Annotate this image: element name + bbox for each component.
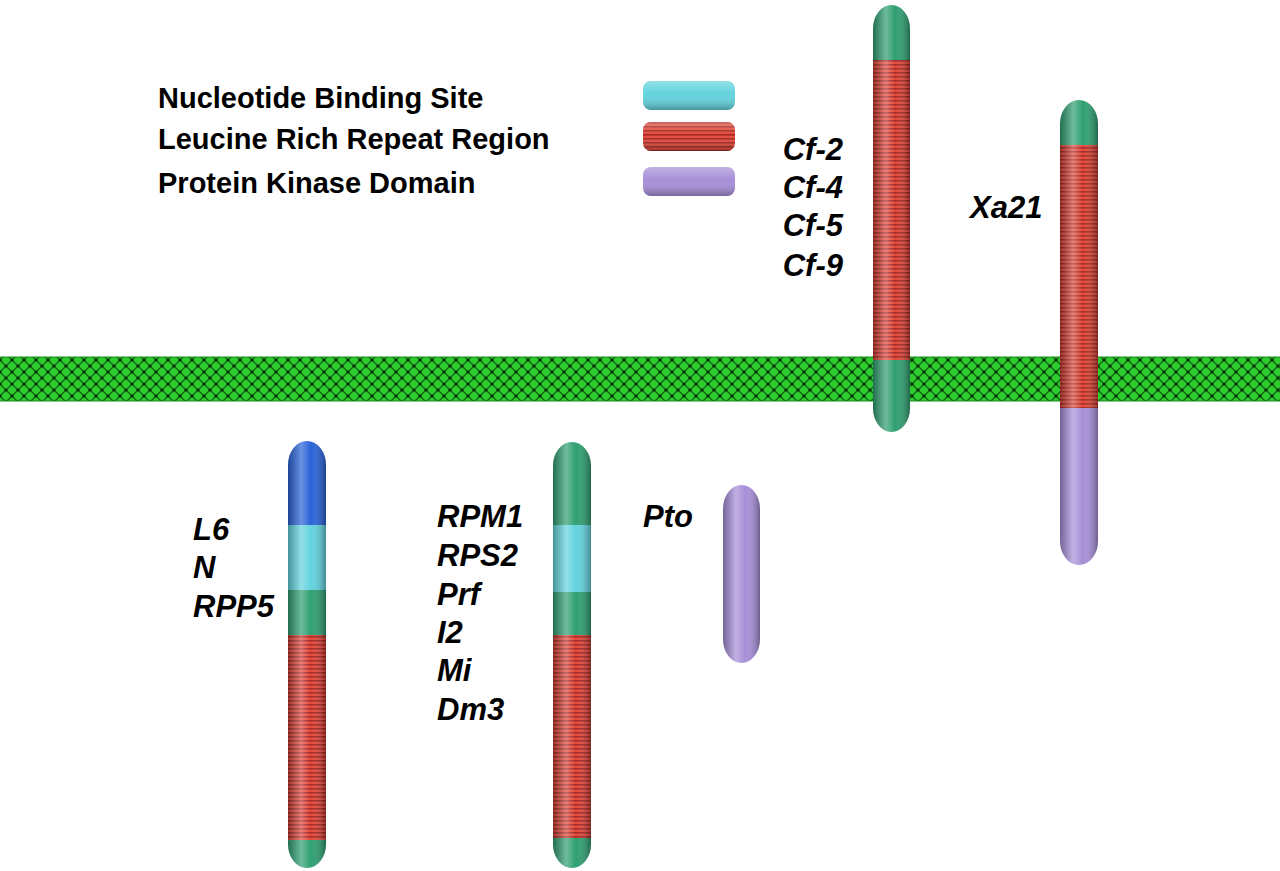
gene-name: Cf-9 <box>770 248 843 284</box>
capsule-shading <box>1060 100 1098 565</box>
protein-node: RPM1RPS2PrfI2MiDm3 <box>430 436 595 871</box>
protein-node: Cf-2Cf-4Cf-5Cf-9 <box>770 0 920 440</box>
gene-name: Cf-5 <box>770 208 843 244</box>
gene-name: Prf <box>437 577 549 613</box>
capsule-graphic <box>965 95 1105 570</box>
protein-capsule <box>1060 100 1098 565</box>
protein-capsule <box>723 485 760 663</box>
capsule-shading <box>873 5 910 432</box>
legend-swatch <box>643 122 735 151</box>
protein-domain <box>723 485 760 663</box>
gene-name: Pto <box>643 499 719 535</box>
capsule-shading <box>723 485 760 663</box>
capsule-shading <box>288 441 326 868</box>
legend-swatch <box>643 81 735 110</box>
gene-name: Dm3 <box>437 692 549 728</box>
capsule-graphic <box>185 436 330 871</box>
protein-capsule <box>553 442 591 868</box>
gene-name: RPS2 <box>437 538 549 574</box>
legend-swatch <box>643 167 735 196</box>
gene-name: Mi <box>437 653 549 689</box>
gene-name: RPM1 <box>437 499 549 535</box>
gene-name: I2 <box>437 615 549 651</box>
gene-name: L6 <box>193 512 285 548</box>
gene-name: Xa21 <box>970 190 1058 226</box>
protein-capsule <box>873 5 910 432</box>
legend-label: Protein Kinase Domain <box>158 166 475 200</box>
gene-name: RPP5 <box>193 589 285 625</box>
protein-node: Xa21 <box>965 95 1105 570</box>
gene-name: Cf-4 <box>770 170 843 206</box>
legend-label: Nucleotide Binding Site <box>158 81 483 115</box>
capsule-shading <box>553 442 591 868</box>
gene-name: N <box>193 550 285 586</box>
gene-name: Cf-2 <box>770 132 843 168</box>
protein-capsule <box>288 441 326 868</box>
protein-node: L6NRPP5 <box>185 436 330 871</box>
protein-node: Pto <box>640 480 765 670</box>
legend-label: Leucine Rich Repeat Region <box>158 122 550 156</box>
